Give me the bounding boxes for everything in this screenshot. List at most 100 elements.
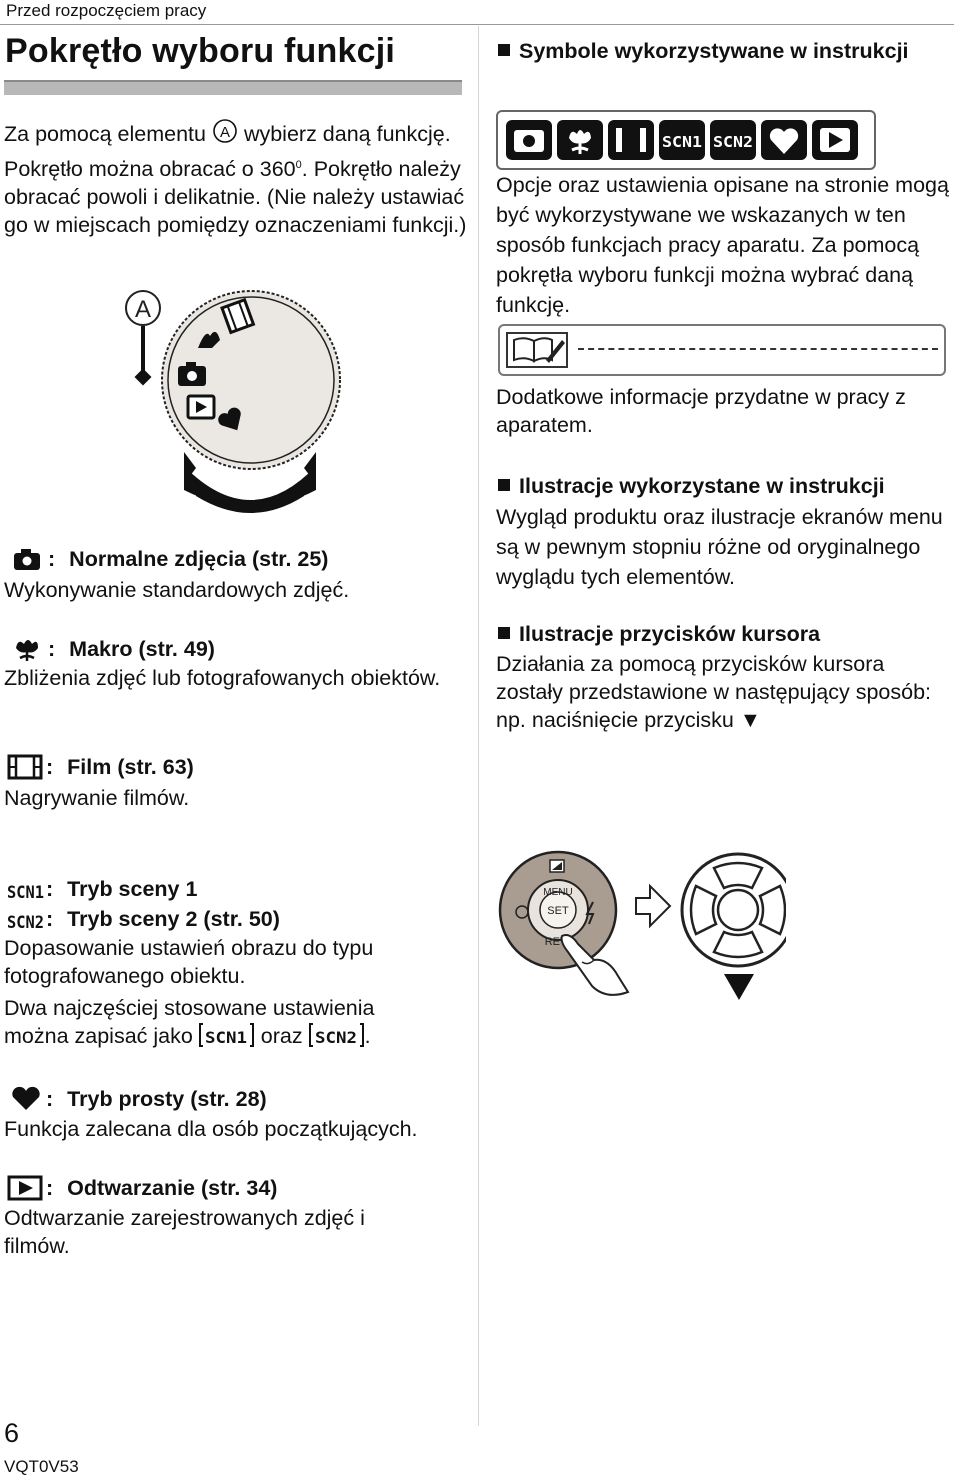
memo-book-icon	[506, 332, 568, 368]
symbols-heading-text: Symbole wykorzystywane w instrukcji	[519, 39, 909, 63]
set-label: SET	[547, 905, 569, 917]
mode-scene1-title: Tryb sceny 1	[67, 876, 198, 901]
intro-text-2: wybierz daną funkcję. Pokrętło można obr…	[4, 122, 451, 182]
mode-macro-heading: : Makro (str. 49)	[8, 636, 215, 662]
mode-scene2-heading: SCN2 : Tryb sceny 2 (str. 50)	[6, 906, 280, 934]
bracket-scn1-label: SCN1	[205, 1028, 247, 1047]
pointer-a-icon: A	[125, 290, 161, 386]
strip-scn1-label: SCN1	[662, 133, 702, 151]
camera-icon	[8, 546, 48, 572]
cursor-heading-text: Ilustracje przycisków kursora	[519, 622, 821, 646]
pointer-a-letter: A	[135, 296, 151, 323]
heart-icon	[6, 1086, 46, 1112]
mode-scene-desc2: Dwa najczęściej stosowane ustawienia moż…	[4, 994, 444, 1055]
dial-camera-icon	[178, 362, 206, 386]
mode-simple-heading: : Tryb prosty (str. 28)	[6, 1086, 267, 1112]
strip-heart-icon	[761, 120, 807, 160]
colon: :	[46, 1086, 54, 1111]
a-icon-letter: A	[220, 124, 230, 141]
memo-dash-line	[578, 348, 938, 350]
memo-box	[498, 324, 946, 376]
strip-film-icon	[608, 120, 654, 160]
macro-flower-icon	[8, 636, 48, 662]
scn2-icon: SCN2	[6, 906, 46, 933]
page-title: Pokrętło wyboru funkcji	[5, 32, 395, 70]
a-pointer-icon: A	[212, 118, 238, 151]
strip-macro-icon	[557, 120, 603, 160]
playback-icon	[6, 1175, 46, 1201]
dial-heart-icon	[218, 407, 241, 431]
rotate-arrow-icon	[184, 452, 316, 513]
strip-scn2-icon: SCN2	[710, 120, 756, 160]
strip-scn1-icon: SCN1	[659, 120, 705, 160]
bullet-square	[498, 44, 510, 56]
mode-icons-strip: SCN1 SCN2	[496, 110, 876, 170]
symbols-desc: Opcje oraz ustawienia opisane na stronie…	[496, 173, 949, 317]
section-label: Przed rozpoczęciem pracy	[6, 1, 207, 20]
title-underline-bar	[4, 80, 462, 95]
mode-macro-desc: Zbliżenia zdjęć lub fotografowanych obie…	[4, 666, 441, 690]
mode-normal-title: Normalne zdjęcia (str. 25)	[69, 546, 329, 571]
bracket-scn2-label: SCN2	[315, 1028, 357, 1047]
mode-macro-title: Makro (str. 49)	[69, 636, 215, 661]
cursor-heading: Ilustracje przycisków kursora	[498, 622, 948, 647]
symbols-heading: Symbole wykorzystywane w instrukcji	[498, 37, 938, 65]
mode-simple-desc: Funkcja zalecana dla osób początkujących…	[4, 1117, 418, 1141]
illustrations-heading: Ilustracje wykorzystane w instrukcji	[498, 474, 948, 499]
illustrations-desc: Wygląd produktu oraz ilustracje ekranów …	[496, 505, 943, 589]
strip-scn2-label: SCN2	[713, 133, 753, 151]
intro-paragraph: Za pomocą elementu A wybierz daną funkcj…	[4, 118, 474, 239]
mode-playback-heading: : Odtwarzanie (str. 34)	[6, 1175, 277, 1201]
cursor-pad-schematic	[680, 852, 786, 968]
cursor-pad-photo: MENU SET REV	[498, 850, 630, 996]
column-divider	[478, 26, 479, 1426]
dial-film-icon	[220, 297, 256, 335]
bracket-scn2-icon: SCN2	[308, 1022, 365, 1055]
film-icon	[6, 754, 46, 780]
bracket-scn1-icon: SCN1	[198, 1022, 255, 1055]
mode-playback-title: Odtwarzanie (str. 34)	[67, 1175, 278, 1200]
cursor-buttons-illustration: MENU SET REV	[498, 850, 786, 1000]
mode-scene1-heading: SCN1 : Tryb sceny 1	[6, 876, 198, 904]
mode-simple-title: Tryb prosty (str. 28)	[67, 1086, 267, 1111]
scn1-icon: SCN1	[6, 876, 46, 903]
colon: :	[48, 636, 56, 661]
intro-text-3: . Pokrętło należy obracać powoli i delik…	[4, 157, 467, 238]
outline-arrow-icon	[635, 883, 672, 929]
mode-scene2-title: Tryb sceny 2 (str. 50)	[67, 906, 280, 931]
mode-scene-desc1: Dopasowanie ustawień obrazu do typu foto…	[4, 936, 374, 988]
scn1-label: SCN1	[7, 883, 44, 902]
intro-text-1: Za pomocą elementu	[4, 122, 206, 146]
mode-film-title: Film (str. 63)	[67, 754, 194, 779]
page-number: 6	[4, 1418, 20, 1448]
down-triangle-icon	[724, 974, 754, 1000]
scn2-label: SCN2	[7, 913, 44, 932]
document-code: VQT0V53	[4, 1457, 79, 1476]
mode-normal-desc: Wykonywanie standardowych zdjęć.	[4, 578, 350, 602]
mode-normal-heading: : Normalne zdjęcia (str. 25)	[8, 546, 328, 572]
dial-macro-icon	[198, 331, 220, 348]
mode-film-desc: Nagrywanie filmów.	[4, 786, 190, 810]
colon: :	[46, 906, 54, 931]
colon: :	[46, 876, 54, 901]
colon: :	[46, 1175, 54, 1200]
colon: :	[46, 754, 54, 779]
mode-dial-illustration: A	[125, 290, 341, 513]
scene-desc2-text-c: .	[364, 1024, 371, 1048]
dial-playback-icon	[186, 394, 216, 420]
mode-playback-desc: Odtwarzanie zarejestrowanych zdjęć i fil…	[4, 1206, 365, 1258]
bullet-square	[498, 627, 510, 639]
illustrations-heading-text: Ilustracje wykorzystane w instrukcji	[519, 474, 885, 498]
mode-film-heading: : Film (str. 63)	[6, 754, 194, 780]
strip-playback-icon	[812, 120, 858, 160]
strip-camera-icon	[506, 120, 552, 160]
degree-sup: 0	[295, 159, 302, 171]
memo-desc: Dodatkowe informacje przydatne w pracy z…	[496, 385, 906, 437]
scene-desc2-text-b: oraz	[260, 1024, 303, 1048]
colon: :	[48, 546, 56, 571]
top-rule	[0, 24, 954, 25]
bullet-square	[498, 479, 510, 491]
scene-desc2-text-a: Dwa najczęściej stosowane ustawienia moż…	[4, 996, 375, 1048]
menu-label: MENU	[543, 887, 572, 898]
cursor-desc: Działania za pomocą przycisków kursora z…	[496, 652, 932, 732]
